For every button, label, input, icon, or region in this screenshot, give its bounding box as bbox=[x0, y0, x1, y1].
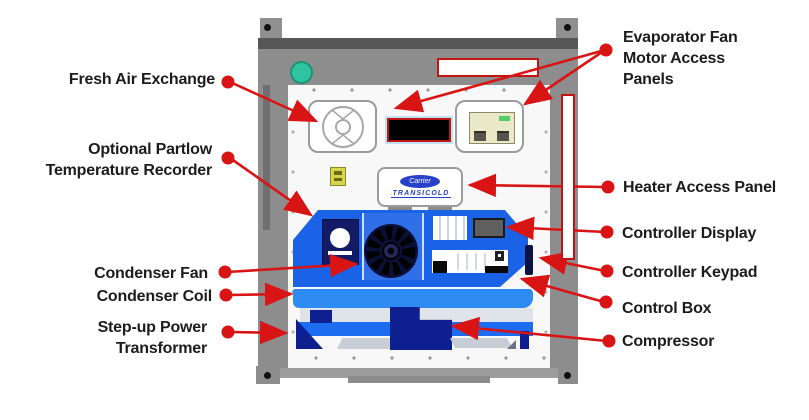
label-compressor: Compressor bbox=[622, 333, 715, 350]
label-fresh-air-exchange: Fresh Air Exchange bbox=[68, 71, 215, 88]
keypad-chip bbox=[495, 251, 504, 261]
chip-dot bbox=[498, 254, 501, 257]
transformer-small-block bbox=[310, 310, 332, 323]
warning-label-icon bbox=[330, 167, 346, 186]
label-partlow-recorder: Optional Partlow Temperature Recorder bbox=[45, 141, 213, 179]
hinge-bar bbox=[388, 207, 412, 212]
warning-glyph bbox=[334, 178, 342, 181]
bolt-icon bbox=[264, 372, 271, 379]
bolt-icon bbox=[564, 24, 571, 31]
unit-base-bar bbox=[258, 368, 578, 378]
label-condenser-fan: Condenser Fan bbox=[94, 265, 208, 282]
condenser-fan-icon bbox=[364, 224, 418, 278]
controller-keypad-strip bbox=[432, 250, 508, 273]
unit-top-bar bbox=[258, 38, 578, 49]
label-heater-access-panel: Heater Access Panel bbox=[623, 179, 777, 196]
connector-icon bbox=[497, 131, 509, 141]
unit-foot-right bbox=[558, 366, 578, 384]
label-controller-display: Controller Display bbox=[622, 225, 757, 242]
tray-shadow-left bbox=[337, 338, 390, 349]
bolt-icon bbox=[564, 372, 571, 379]
unit-top-tab-left bbox=[260, 18, 282, 44]
unit-left-frame-groove bbox=[263, 85, 270, 230]
carrier-logo-icon: Carrier bbox=[400, 175, 440, 188]
keypad-keys bbox=[450, 253, 490, 270]
hinge-bar bbox=[428, 207, 452, 212]
recorder-dial-icon bbox=[330, 228, 350, 248]
keypad-black-key bbox=[433, 261, 447, 273]
redacted-black-plate bbox=[387, 118, 451, 142]
led-strip-icon bbox=[499, 116, 510, 121]
valve-block bbox=[520, 331, 529, 349]
screw-row-top bbox=[295, 87, 545, 93]
label-controller-keypad: Controller Keypad bbox=[622, 264, 758, 281]
controller-keypad-handle bbox=[525, 245, 533, 275]
controller-display-screen bbox=[473, 218, 505, 238]
evaporator-access-panel bbox=[455, 100, 524, 153]
brand-sub-text: TRANSICOLD bbox=[391, 190, 451, 198]
blank-side-strip bbox=[561, 94, 575, 260]
keypad-black-bar bbox=[485, 266, 508, 273]
unit-top-tab-right bbox=[556, 18, 578, 44]
label-evaporator-fan-panels: Evaporator Fan Motor Access Panels bbox=[623, 29, 738, 88]
brand-plate: Carrier TRANSICOLD bbox=[377, 167, 463, 207]
fresh-air-vent-icon bbox=[322, 105, 364, 149]
partlow-recorder-box bbox=[322, 219, 359, 265]
teal-badge-icon bbox=[290, 61, 313, 84]
evaporator-panel-face bbox=[469, 112, 515, 144]
label-condenser-coil: Condenser Coil bbox=[96, 288, 213, 305]
screw-col-right bbox=[543, 112, 549, 347]
blank-label-plate bbox=[437, 58, 539, 77]
connector-icon bbox=[474, 131, 486, 141]
unit-foot-left bbox=[256, 366, 280, 384]
unit-base-step bbox=[348, 376, 490, 383]
valve-mark bbox=[507, 340, 516, 349]
tray-shadow-right bbox=[450, 338, 513, 348]
label-step-up-transformer: Step-up Power Transformer bbox=[97, 319, 208, 357]
recorder-slot bbox=[328, 251, 352, 255]
screw-row-bottom bbox=[297, 355, 547, 361]
label-control-box: Control Box bbox=[622, 300, 712, 317]
condenser-coil-band bbox=[293, 289, 533, 308]
fresh-air-exchange-panel bbox=[308, 100, 377, 153]
screw-col-left bbox=[290, 112, 296, 347]
warning-glyph bbox=[334, 171, 342, 175]
bolt-icon bbox=[264, 24, 271, 31]
controller-vent-slats bbox=[433, 216, 467, 240]
condenser-fan-housing bbox=[362, 213, 424, 280]
